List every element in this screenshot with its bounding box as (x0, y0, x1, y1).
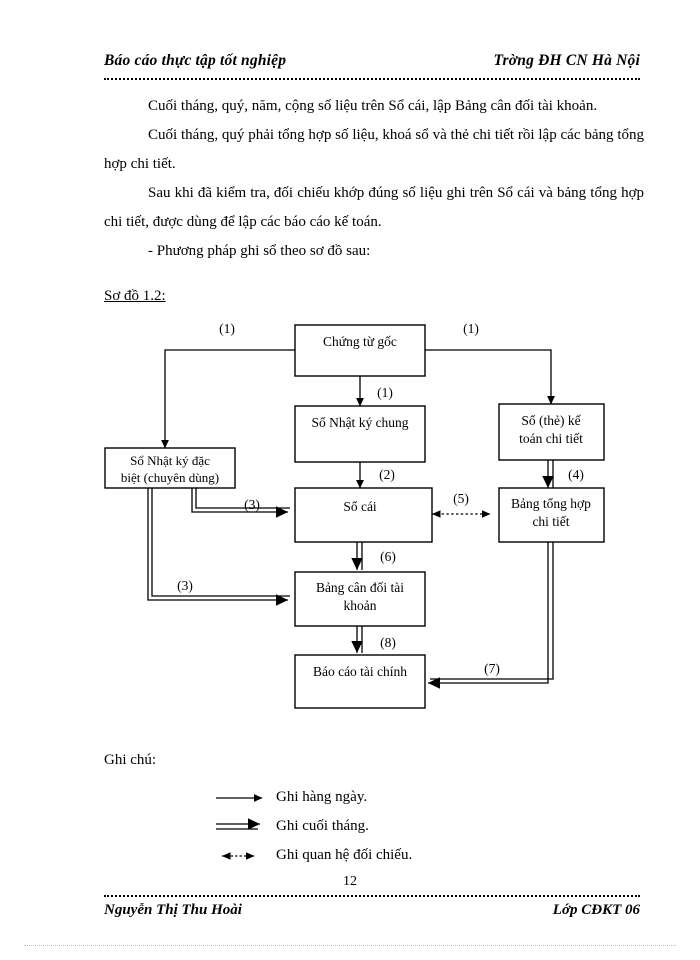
legend-label: Ghi cuối tháng. (276, 818, 369, 834)
box-label-line1: Sổ (thẻ) kế (521, 413, 581, 428)
dotted-double-arrow-icon (214, 841, 270, 870)
legend-title: Ghi chú: (104, 752, 157, 768)
box-label-line2: chi tiết (532, 514, 569, 529)
edge-label-1-right: (1) (463, 321, 479, 336)
legend-item-reconcile: Ghi quan hệ đối chiếu. (104, 841, 524, 870)
box-bang-tong-hop-chi-tiet: Bảng tổng hợp chi tiết (498, 487, 605, 543)
paragraph-1: Cuối tháng, quý, năm, cộng số liệu trên … (148, 98, 598, 114)
legend-item-daily: Ghi hàng ngày. (104, 783, 524, 812)
page-number: 12 (343, 874, 357, 889)
footer-class: Lớp CĐKT 06 (552, 902, 640, 918)
header-title-right: Trờng ĐH CN Hà Nội (493, 52, 640, 69)
box-label: Sổ cái (343, 499, 377, 514)
edge-label-7: (7) (484, 661, 500, 676)
paragraph-3: Sau khi đã kiểm tra, đối chiếu khớp đúng… (104, 185, 644, 230)
edge-label-2: (2) (379, 467, 395, 482)
paragraph-4: - Phương pháp ghi sổ theo sơ đồ sau: (148, 243, 371, 259)
box-label-line1: Bảng cân đối tài (316, 580, 404, 595)
diagram-caption: Sơ đồ 1.2: (104, 288, 166, 304)
body-text-block: Cuối tháng, quý, năm, cộng số liệu trên … (104, 92, 644, 266)
edge-label-8: (8) (380, 635, 396, 650)
box-so-nhat-ky-dac-biet: Sổ Nhật ký đặc biệt (chuyên dùng) (104, 447, 236, 489)
legend-block: Ghi chú: Ghi hàng ngày. (104, 752, 524, 870)
legend-label: Ghi hàng ngày. (276, 789, 368, 805)
box-label-line1: Sổ Nhật ký đặc (130, 453, 210, 468)
edge-label-1-left: (1) (219, 321, 235, 336)
edge-8 (351, 626, 363, 653)
edge-1-left (161, 349, 295, 449)
edge-label-6: (6) (380, 549, 396, 564)
footer-author: Nguyễn Thị Thu Hoài (104, 902, 242, 918)
edge-label-5: (5) (453, 491, 469, 506)
edge-7 (428, 542, 554, 689)
edge-6 (351, 542, 363, 570)
edge-3-lower (147, 488, 290, 606)
edge-4 (542, 460, 554, 488)
scan-artifact-line (24, 945, 676, 946)
box-bao-cao-tai-chinh: Báo cáo tài chính (294, 654, 426, 709)
box-label: Sổ Nhật ký chung (311, 415, 408, 430)
page-header: Báo cáo thực tập tốt nghiệp Trờng ĐH CN … (104, 52, 640, 82)
edge-label-1-center: (1) (377, 385, 393, 400)
legend-label: Ghi quan hệ đối chiếu. (276, 847, 413, 863)
box-label-line2: khoản (344, 598, 377, 613)
double-arrow-icon (214, 812, 270, 841)
legend-item-monthly: Ghi cuối tháng. (104, 812, 524, 841)
footer-rule (104, 895, 640, 897)
box-label: Chứng từ gốc (323, 334, 397, 349)
edge-3-upper (191, 488, 290, 518)
box-so-nhat-ky-chung: Sổ Nhật ký chung (294, 405, 426, 463)
paragraph-2: Cuối tháng, quý phải tổng hợp số liệu, k… (104, 127, 644, 172)
box-chung-tu-goc: Chứng từ gốc (294, 324, 426, 377)
single-arrow-icon (214, 783, 270, 812)
box-label-line2: biệt (chuyên dùng) (121, 470, 219, 485)
box-so-cai: Sổ cái (294, 487, 433, 543)
edge-1-right (425, 349, 555, 405)
box-label: Báo cáo tài chính (313, 664, 407, 679)
header-rule (104, 78, 640, 80)
edge-label-3-lower: (3) (177, 578, 193, 593)
edge-label-3-upper: (3) (244, 497, 260, 512)
box-label-line2: toán chi tiết (519, 431, 583, 446)
header-title-left: Báo cáo thực tập tốt nghiệp (104, 52, 287, 69)
edge-label-4: (4) (568, 467, 584, 482)
box-so-the-ke-toan-chi-tiet: Sổ (thẻ) kế toán chi tiết (498, 403, 605, 461)
box-label-line1: Bảng tổng hợp (511, 496, 591, 511)
box-bang-can-doi-tai-khoan: Bảng cân đối tài khoản (294, 571, 426, 627)
